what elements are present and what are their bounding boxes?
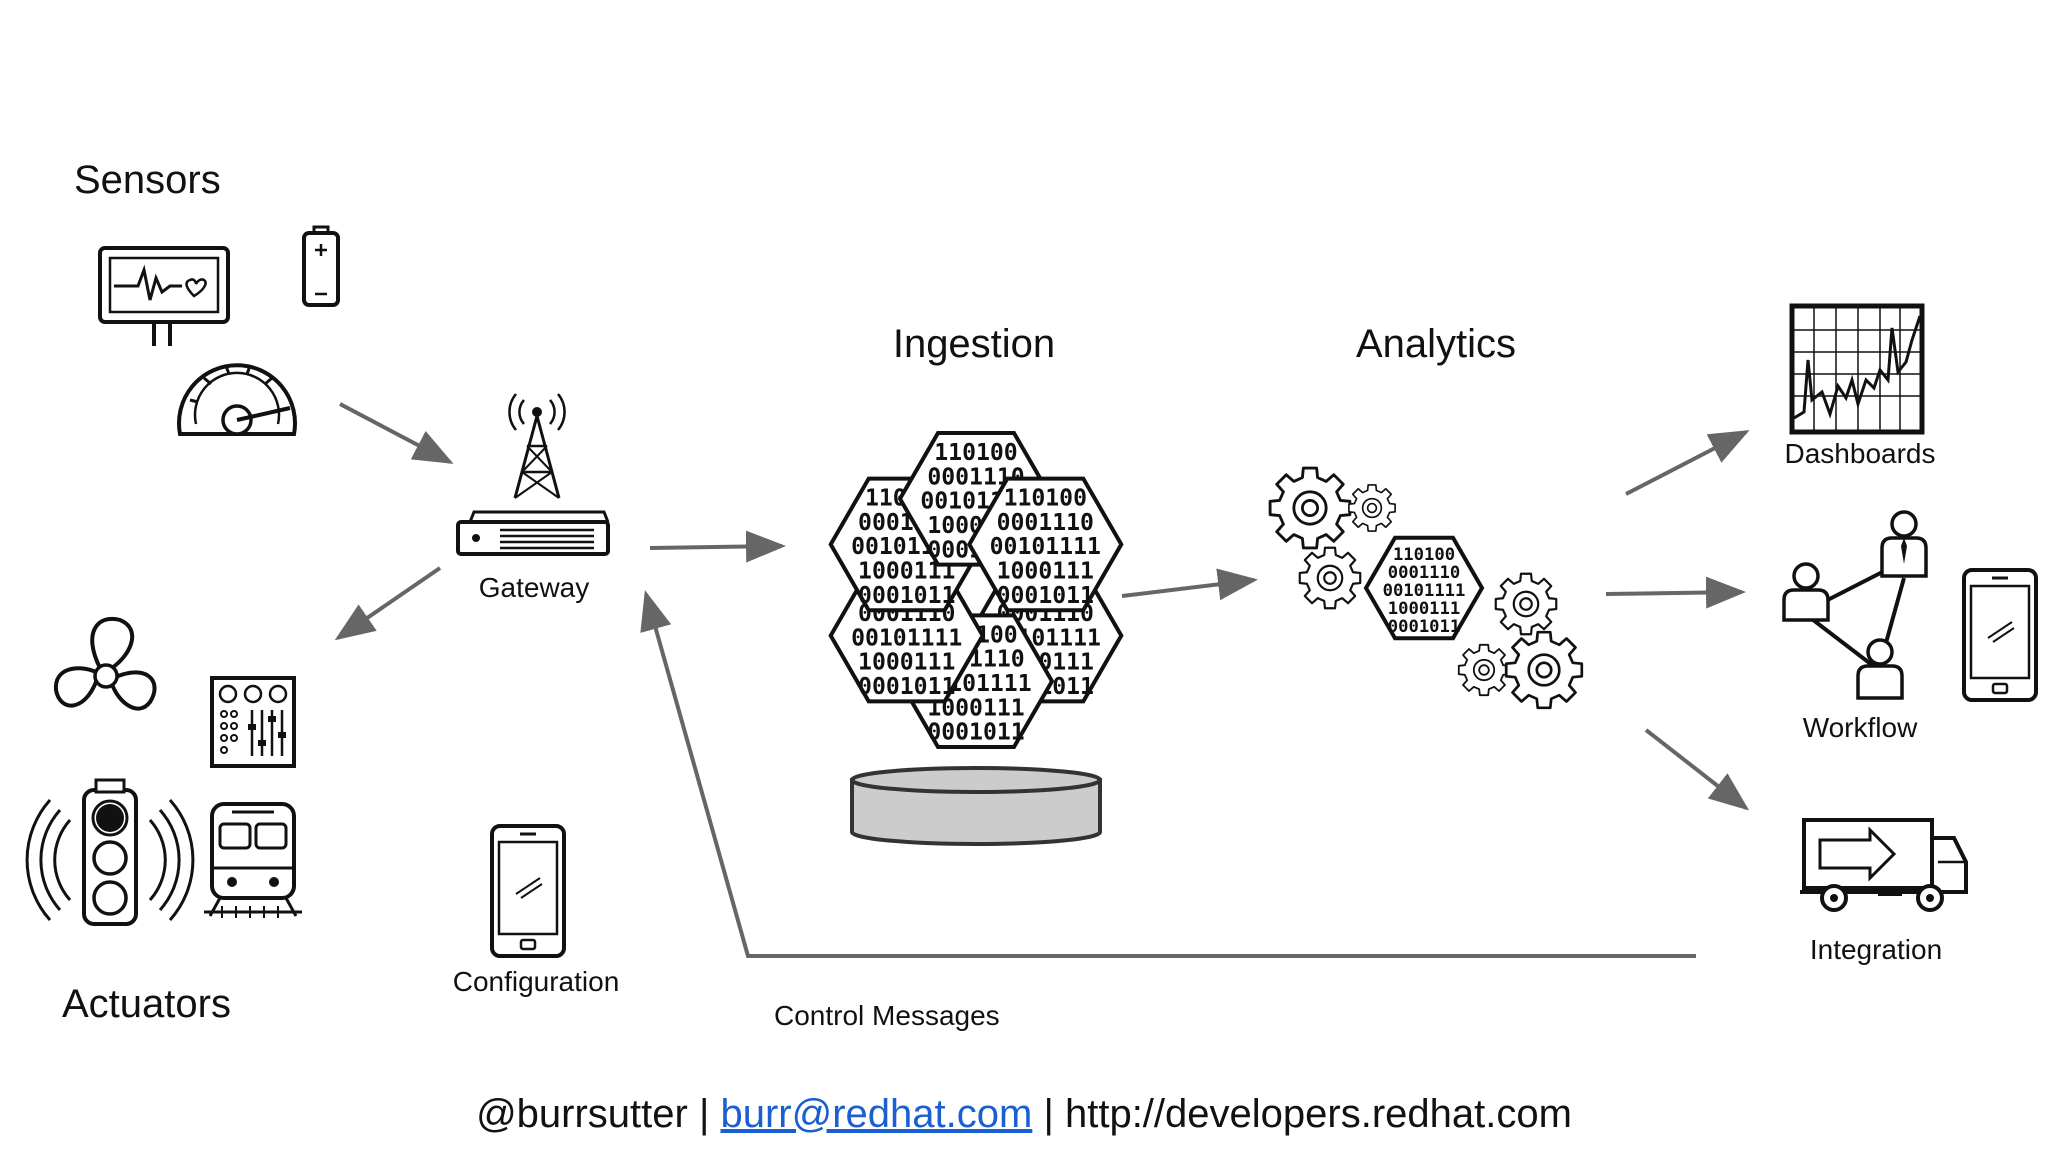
binary-digits: 00101111	[851, 625, 962, 651]
binary-digits: 0001110	[997, 510, 1094, 536]
actuators-label: Actuators	[62, 982, 231, 1026]
integration-label: Integration	[1809, 934, 1943, 965]
footer-contact-line: @burrsutter | burr@redhat.com | http://d…	[0, 1092, 2048, 1137]
footer-separator: |	[1043, 1092, 1054, 1136]
binary-digits: 1000111	[858, 650, 955, 676]
arrow-ingestion-to-analytics	[1121, 568, 1258, 601]
arrow-analytics-to-integration	[1644, 728, 1750, 811]
website-url: http://developers.redhat.com	[1064, 1092, 1572, 1136]
arrow-analytics-to-workflow	[1605, 576, 1746, 609]
binary-digits: 00101111	[1383, 581, 1466, 601]
sensors-label: Sensors	[74, 158, 221, 202]
binary-digits: 0001011	[858, 583, 955, 609]
control-panel-icon	[210, 676, 296, 768]
radio-tower-icon	[508, 393, 566, 499]
binary-digits: 1000111	[997, 559, 1094, 585]
twitter-handle: @burrsutter	[476, 1092, 688, 1136]
database-disk-icon	[850, 766, 1102, 846]
gauge-icon	[177, 363, 297, 436]
control-messages-label: Control Messages	[774, 1000, 1000, 1031]
email-link[interactable]: burr@redhat.com	[720, 1092, 1033, 1136]
workflow-label: Workflow	[1802, 712, 1918, 743]
battery-icon	[302, 225, 340, 307]
footer-separator: |	[698, 1092, 710, 1136]
binary-digits: 0001011	[858, 674, 955, 700]
smartphone-icon	[1962, 568, 2038, 702]
heart-monitor-icon	[98, 246, 230, 346]
binary-digits: 110100	[1004, 486, 1087, 512]
binary-digits: 110100	[1393, 545, 1455, 565]
router-icon	[456, 510, 610, 556]
binary-digits: 110100	[934, 440, 1017, 466]
control-messages-feedback-line	[640, 590, 1696, 958]
delivery-truck-icon	[1800, 818, 1968, 912]
train-icon	[204, 802, 302, 918]
binary-digits: 0001011	[927, 720, 1024, 746]
people-network-icon	[1782, 510, 1928, 700]
binary-digits: 0001011	[1388, 617, 1460, 637]
flow-arrows	[334, 402, 1750, 958]
ingestion-label: Ingestion	[892, 322, 1056, 366]
arrow-gateway-to-actuators	[334, 566, 442, 641]
arrow-gateway-to-ingestion	[649, 530, 786, 563]
binary-digits: 00101111	[990, 534, 1101, 560]
arrow-sensors-to-gateway	[339, 402, 454, 464]
smartphone-icon	[490, 824, 566, 958]
arrow-analytics-to-dashboards	[1625, 430, 1750, 496]
data-hexagon-cluster-icon: 1101000001110001011111000111000101111010…	[828, 431, 1124, 749]
analytics-label: Analytics	[1355, 322, 1517, 366]
binary-digits: 0001110	[1388, 563, 1460, 583]
binary-digits: 0001011	[997, 583, 1094, 609]
traffic-light-icon	[25, 778, 195, 926]
dashboards-label: Dashboards	[1784, 438, 1936, 469]
configuration-label: Configuration	[452, 966, 620, 997]
gateway-label: Gateway	[478, 572, 590, 603]
fan-icon	[53, 616, 157, 711]
binary-digits: 1000111	[1388, 599, 1460, 619]
dashboard-chart-icon	[1789, 303, 1925, 435]
